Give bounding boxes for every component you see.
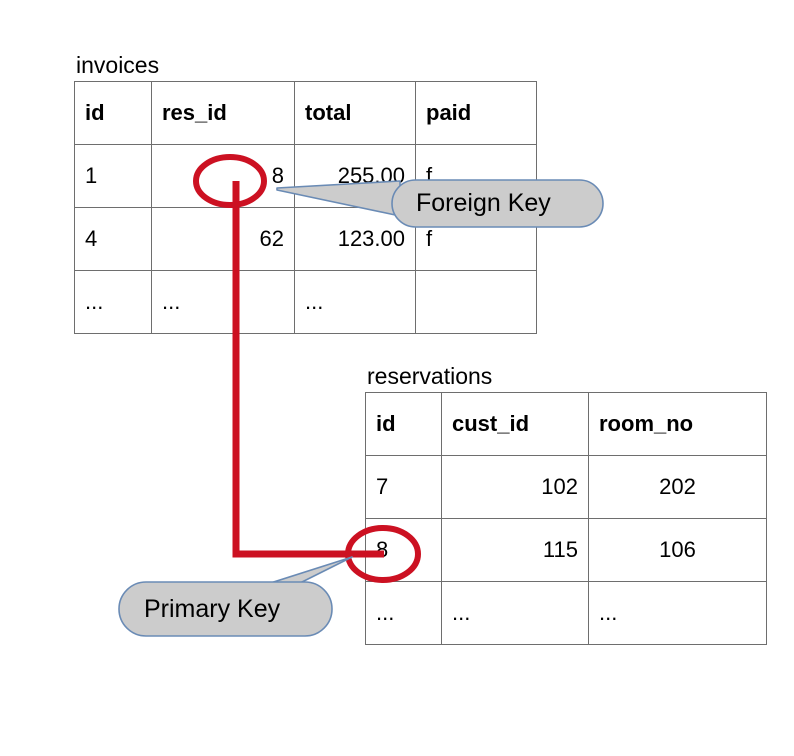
table-row-ellipsis: ... ... ... [365,581,767,645]
cell-room-no: ... [588,581,767,645]
column-header-paid: paid [415,81,537,145]
cell-total: 123.00 [294,207,416,271]
cell-id: 1 [74,144,152,208]
table-reservations-grid: id cust_id room_no 7 102 202 8 115 106 .… [365,392,767,645]
table-row: 7 102 202 [365,455,767,519]
table-header-row: id cust_id room_no [365,392,767,456]
cell-res-id: ... [151,270,295,334]
cell-id: 7 [365,455,442,519]
column-header-id: id [365,392,442,456]
table-reservations: reservations id cust_id room_no 7 102 20… [365,363,767,645]
column-header-res-id: res_id [151,81,295,145]
callout-primary-key[interactable] [118,556,353,637]
relationship-line [232,181,384,558]
column-header-total: total [294,81,416,145]
callout-foreign-key-body [391,179,604,228]
cell-room-no: 202 [588,455,767,519]
table-reservations-title: reservations [367,363,493,389]
column-header-room-no: room_no [588,392,767,456]
primary-key-highlight-ellipse [345,525,421,583]
cell-cust-id: 115 [441,518,589,582]
cell-cust-id: 102 [441,455,589,519]
cell-id: ... [365,581,442,645]
table-invoices-title: invoices [76,52,160,78]
callout-primary-key-body [118,581,333,637]
table-row: 8 115 106 [365,518,767,582]
column-header-cust-id: cust_id [441,392,589,456]
column-header-id: id [74,81,152,145]
cell-cust-id: ... [441,581,589,645]
cell-paid [415,270,537,334]
table-row: 4 62 123.00 f [74,207,537,271]
table-row-ellipsis: ... ... ... [74,270,537,334]
table-header-row: id res_id total paid [74,81,537,145]
cell-id: 4 [74,207,152,271]
cell-id: ... [74,270,152,334]
foreign-key-highlight-ellipse [193,154,267,208]
callout-foreign-key-tail [276,180,401,217]
callout-foreign-key[interactable] [276,179,604,228]
